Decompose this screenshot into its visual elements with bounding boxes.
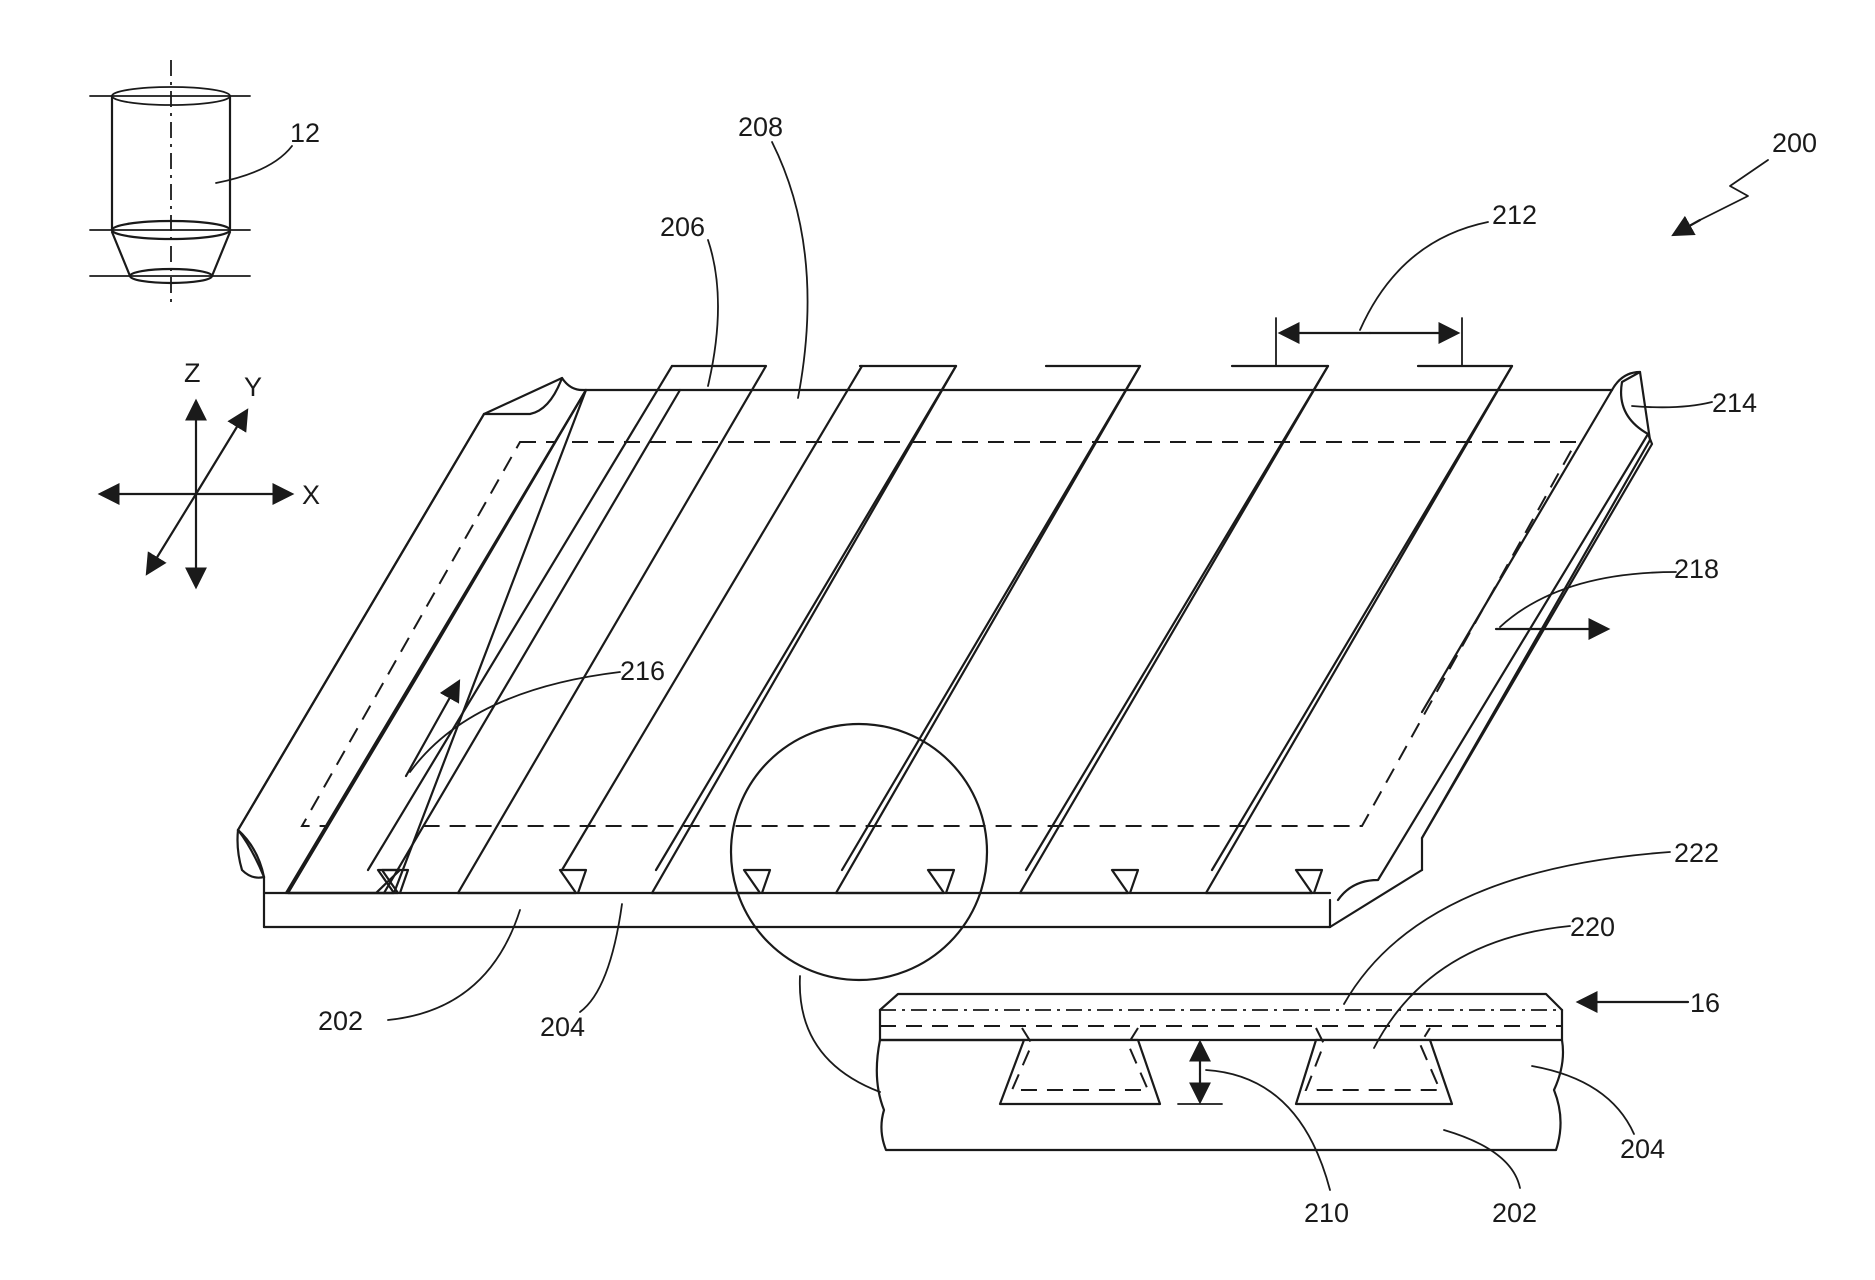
- label-218: 218: [1674, 554, 1719, 584]
- label-206: 206: [660, 212, 705, 242]
- label-220: 220: [1570, 912, 1615, 942]
- leader-208: [772, 142, 808, 398]
- axes-icon: [102, 403, 290, 585]
- detail-leader: [800, 976, 880, 1092]
- label-200: 200: [1772, 128, 1817, 158]
- leader-202b: [1444, 1130, 1520, 1188]
- axis-label-z: Z: [184, 358, 201, 388]
- pitch-dimension: [1276, 318, 1462, 366]
- axis-label-y: Y: [244, 372, 262, 402]
- label-210: 210: [1304, 1198, 1349, 1228]
- leader-12: [216, 146, 292, 183]
- label-16: 16: [1690, 988, 1720, 1018]
- leader-204a: [580, 904, 622, 1012]
- label-212: 212: [1492, 200, 1537, 230]
- label-222: 222: [1674, 838, 1719, 868]
- label-216: 216: [620, 656, 665, 686]
- label-202b: 202: [1492, 1198, 1537, 1228]
- leader-218: [1500, 572, 1676, 627]
- leader-212: [1360, 222, 1488, 330]
- nozzle-icon: [90, 60, 250, 308]
- leader-220: [1374, 926, 1570, 1048]
- label-208: 208: [738, 112, 783, 142]
- label-204b: 204: [1620, 1134, 1665, 1164]
- label-204a: 204: [540, 1012, 585, 1042]
- label-12: 12: [290, 118, 320, 148]
- leader-200: [1700, 160, 1768, 220]
- label-202a: 202: [318, 1006, 363, 1036]
- axis-label-x: X: [302, 480, 320, 510]
- leader-204b: [1532, 1066, 1634, 1134]
- leader-222: [1344, 852, 1670, 1004]
- label-214: 214: [1712, 388, 1757, 418]
- leader-206: [708, 240, 718, 386]
- stripes: [238, 366, 1512, 893]
